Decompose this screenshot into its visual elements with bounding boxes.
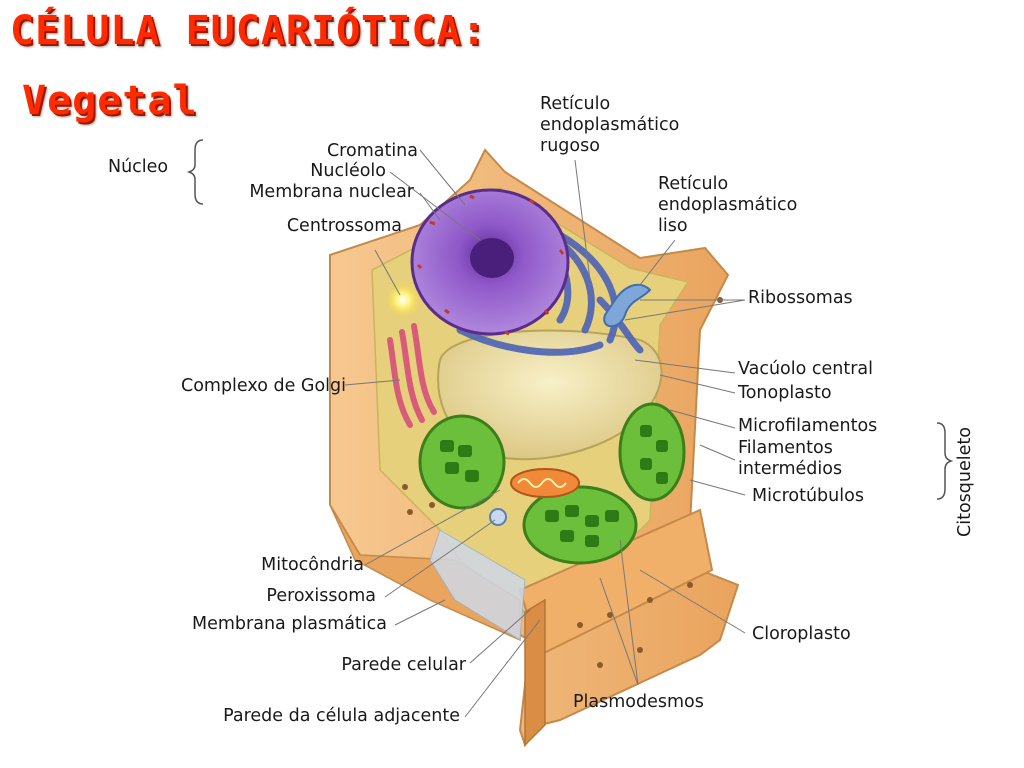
label-membrana-nuclear: Membrana nuclear [249, 182, 414, 202]
label-plasmodesmos: Plasmodesmos [573, 692, 704, 712]
label-filamentos-line2: intermédios [738, 459, 843, 479]
label-mitocondria: Mitocôndria [261, 555, 364, 575]
label-centrossoma: Centrossoma [286, 216, 402, 236]
chloroplasts [418, 402, 686, 565]
label-microfilamentos: Microfilamentos [738, 416, 878, 436]
label-rel-line2: endoplasmático [658, 195, 798, 215]
label-vacuolo: Vacúolo central [738, 359, 874, 379]
label-rel: Retículo endoplasmático liso [658, 174, 797, 237]
nucleus-brace [186, 139, 204, 205]
label-golgi: Complexo de Golgi [180, 376, 346, 396]
label-membrana-plasmatica: Membrana plasmática [192, 614, 387, 634]
centrosome [385, 282, 421, 318]
label-parede-adjacente: Parede da célula adjacente [223, 706, 460, 726]
nucleolus [470, 238, 514, 278]
label-ribossomas: Ribossomas [748, 288, 853, 308]
label-cromatina: Cromatina [326, 141, 418, 161]
mitochondrion [510, 468, 580, 498]
label-rel-line1: Retículo [658, 174, 729, 194]
label-peroxissoma: Peroxissoma [266, 586, 376, 606]
golgi [387, 323, 437, 428]
label-filamentos: Filamentos intermédios [738, 438, 842, 480]
label-rer: Retículo endoplasmático rugoso [540, 94, 679, 157]
page-title: CÉLULA EUCARIÓTICA: [10, 8, 487, 54]
label-parede-celular: Parede celular [341, 655, 466, 675]
cytoskeleton-brace [936, 422, 954, 500]
label-rer-line3: rugoso [540, 136, 600, 156]
label-cloroplasto: Cloroplasto [752, 624, 851, 644]
label-rer-line1: Retículo [540, 94, 611, 114]
label-rel-line3: liso [658, 216, 688, 236]
label-filamentos-line1: Filamentos [738, 438, 833, 458]
page-subtitle: Vegetal [22, 78, 198, 124]
label-nucleo: Núcleo [108, 157, 169, 177]
smooth-er [603, 283, 652, 328]
label-nucleolo: Nucléolo [310, 161, 386, 181]
label-citosqueleto: Citosqueleto [955, 427, 975, 537]
label-microtubulos: Microtúbulos [752, 486, 864, 506]
label-rer-line2: endoplasmático [540, 115, 680, 135]
peroxisome [489, 508, 507, 526]
label-tonoplasto: Tonoplasto [738, 383, 832, 403]
